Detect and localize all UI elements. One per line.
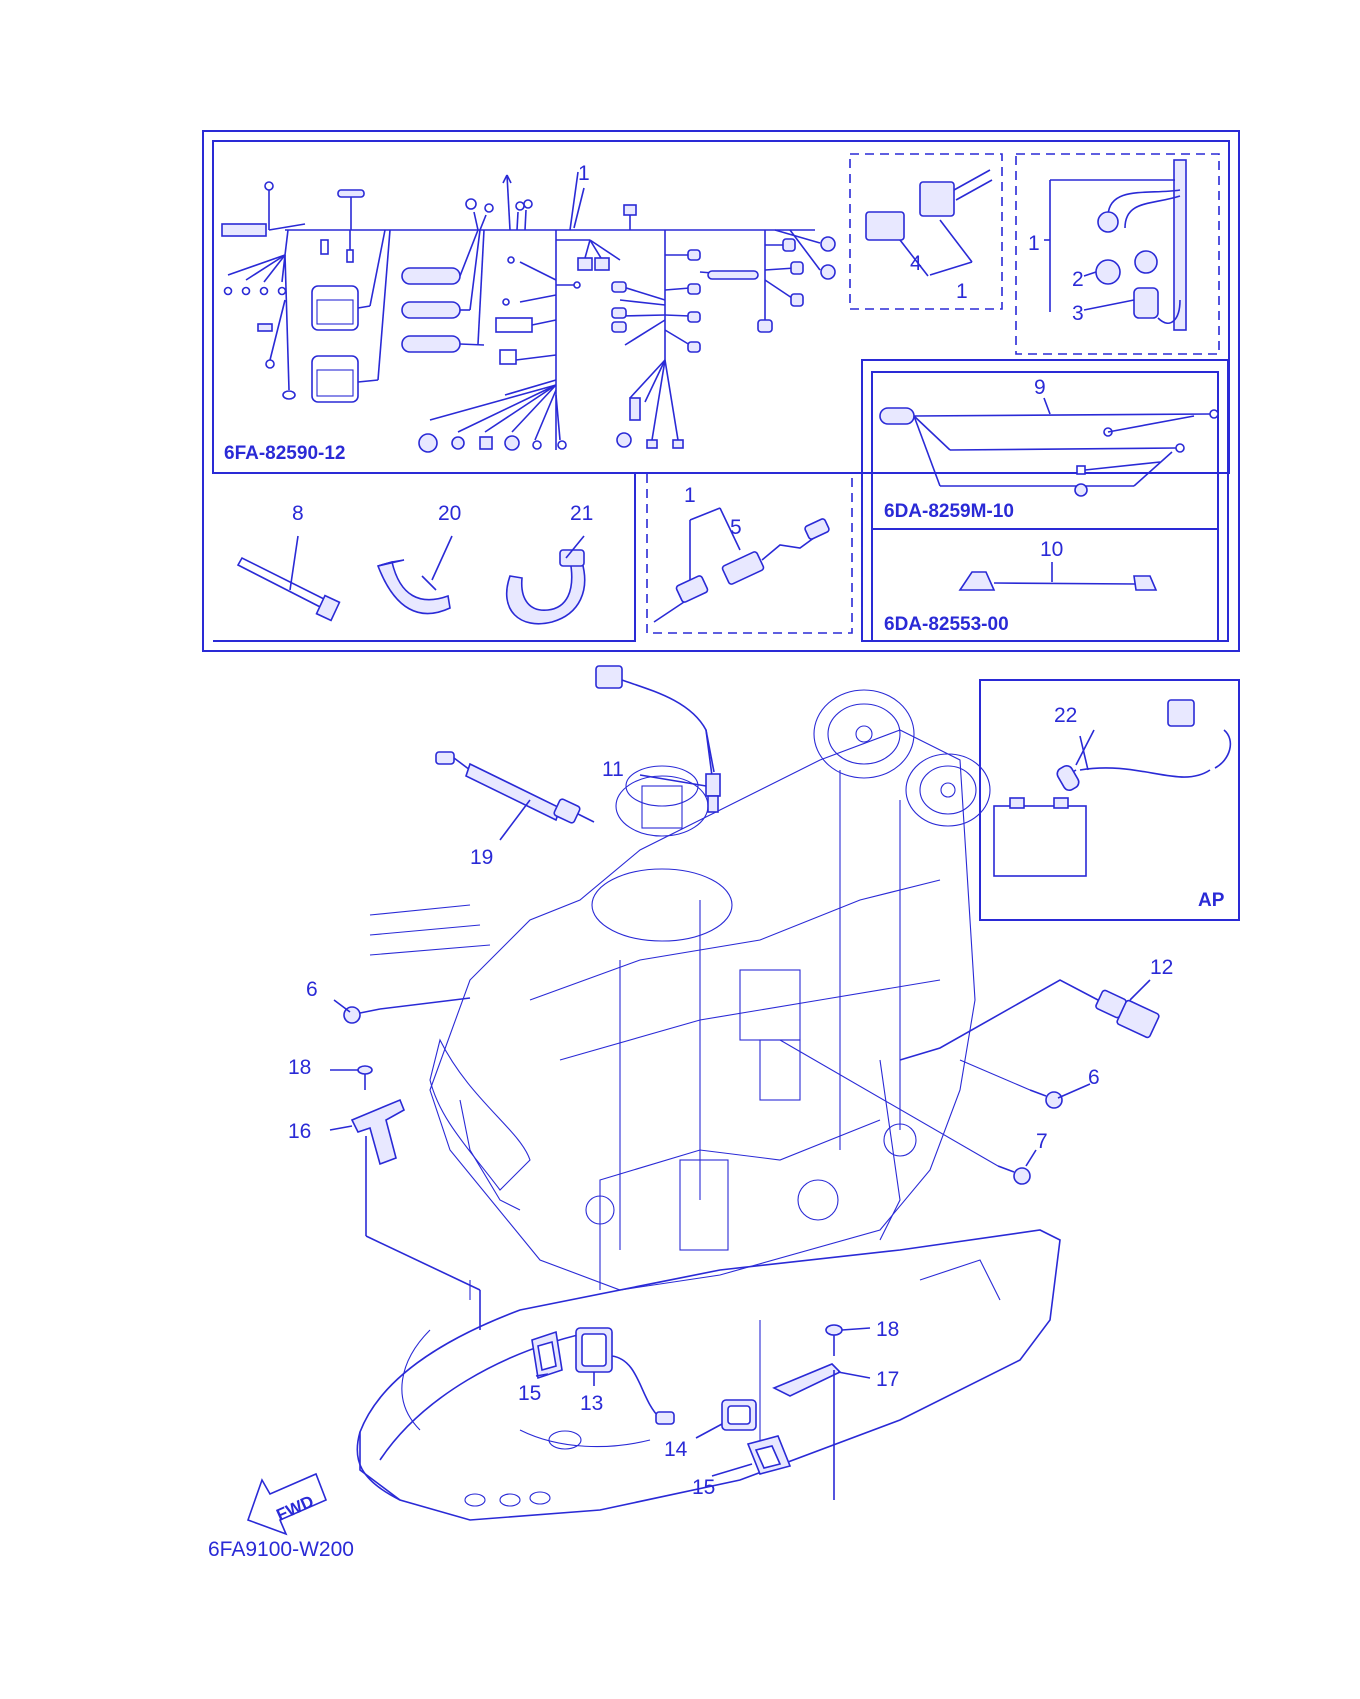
grommet-15-lower: [746, 1435, 792, 1475]
callout-12: 12: [1150, 956, 1173, 979]
callout-4: 4: [910, 252, 922, 275]
bottom-cowling: [356, 1229, 1061, 1521]
callout-7: 7: [1036, 1130, 1048, 1153]
lead-9-drawing: [879, 407, 1219, 497]
lead-10-part-code: 6DA-82553-00: [884, 614, 1009, 635]
coupler-parts: [865, 169, 993, 277]
clamp-20: [376, 559, 451, 615]
timing-gears: [813, 689, 991, 827]
cable-tie-8: [236, 556, 341, 622]
grommet-15-upper: [531, 1330, 563, 1380]
engine-block: [369, 729, 976, 1291]
callout-15-lower: 15: [692, 1476, 715, 1499]
clamp-21: [505, 549, 586, 625]
relay-parts: [1044, 159, 1187, 331]
callout-5: 5: [730, 516, 742, 539]
callout-17: 17: [876, 1368, 899, 1391]
bracket-16: [350, 1098, 481, 1330]
callout-11: 11: [602, 758, 624, 781]
connector-box-5: [646, 472, 853, 634]
ap-panel: [979, 679, 1240, 921]
accessory-panel-border: [213, 472, 636, 642]
sensor-11: [595, 665, 721, 813]
connector-box-4: [849, 153, 1003, 310]
callout-6-left: 6: [306, 978, 318, 1001]
callout-9: 9: [1034, 376, 1046, 399]
bolt-6-left: [343, 997, 471, 1024]
callout-3: 3: [1072, 302, 1084, 325]
callout-2: 2: [1072, 268, 1084, 291]
callout-6-right: 6: [1088, 1066, 1100, 1089]
drawing-code: 6FA9100-W200: [208, 1538, 354, 1561]
wire-harness-drawing: [221, 171, 836, 453]
callout-1-harness: 1: [578, 162, 590, 185]
callout-22: 22: [1054, 704, 1077, 727]
lead-panel-10: [871, 528, 1219, 642]
connector-box-2-3: [1015, 153, 1220, 355]
coupler-5-drawing: [653, 507, 830, 623]
sensor-12: [899, 979, 1160, 1061]
ap-battery-lead: [993, 699, 1232, 877]
callout-14: 14: [664, 1438, 688, 1461]
fwd-arrow-icon: [246, 1472, 328, 1536]
callout-15-upper: 15: [518, 1382, 541, 1405]
bolt-7: [779, 1039, 1031, 1185]
bolt-18-lower: [825, 1324, 843, 1356]
callout-8: 8: [292, 502, 304, 525]
top-frame: [202, 130, 1240, 652]
callout-1-coupler: 1: [956, 280, 968, 303]
switch-14: [721, 1399, 757, 1431]
callout-18-upper: 18: [288, 1056, 311, 1079]
cable-19: [435, 751, 595, 824]
switch-13: [575, 1327, 675, 1425]
callout-20: 20: [438, 502, 461, 525]
plate-17: [772, 1363, 842, 1500]
bolt-18-upper: [357, 1065, 373, 1090]
callout-16: 16: [288, 1120, 311, 1143]
callout-19: 19: [470, 846, 493, 869]
callout-18-lower: 18: [876, 1318, 899, 1341]
callout-1-coupler-5: 1: [684, 484, 696, 507]
callout-10: 10: [1040, 538, 1063, 561]
lead-10-drawing: [958, 571, 1158, 591]
lead-9-part-code: 6DA-8259M-10: [884, 501, 1014, 522]
callout-1-relay: 1: [1028, 232, 1040, 255]
harness-part-code: 6FA-82590-12: [224, 443, 345, 464]
ap-label: AP: [1198, 890, 1225, 911]
callout-21: 21: [570, 502, 593, 525]
harness-panel: [212, 140, 1230, 474]
bolt-6-right: [959, 1059, 1063, 1109]
callout-13: 13: [580, 1392, 603, 1415]
